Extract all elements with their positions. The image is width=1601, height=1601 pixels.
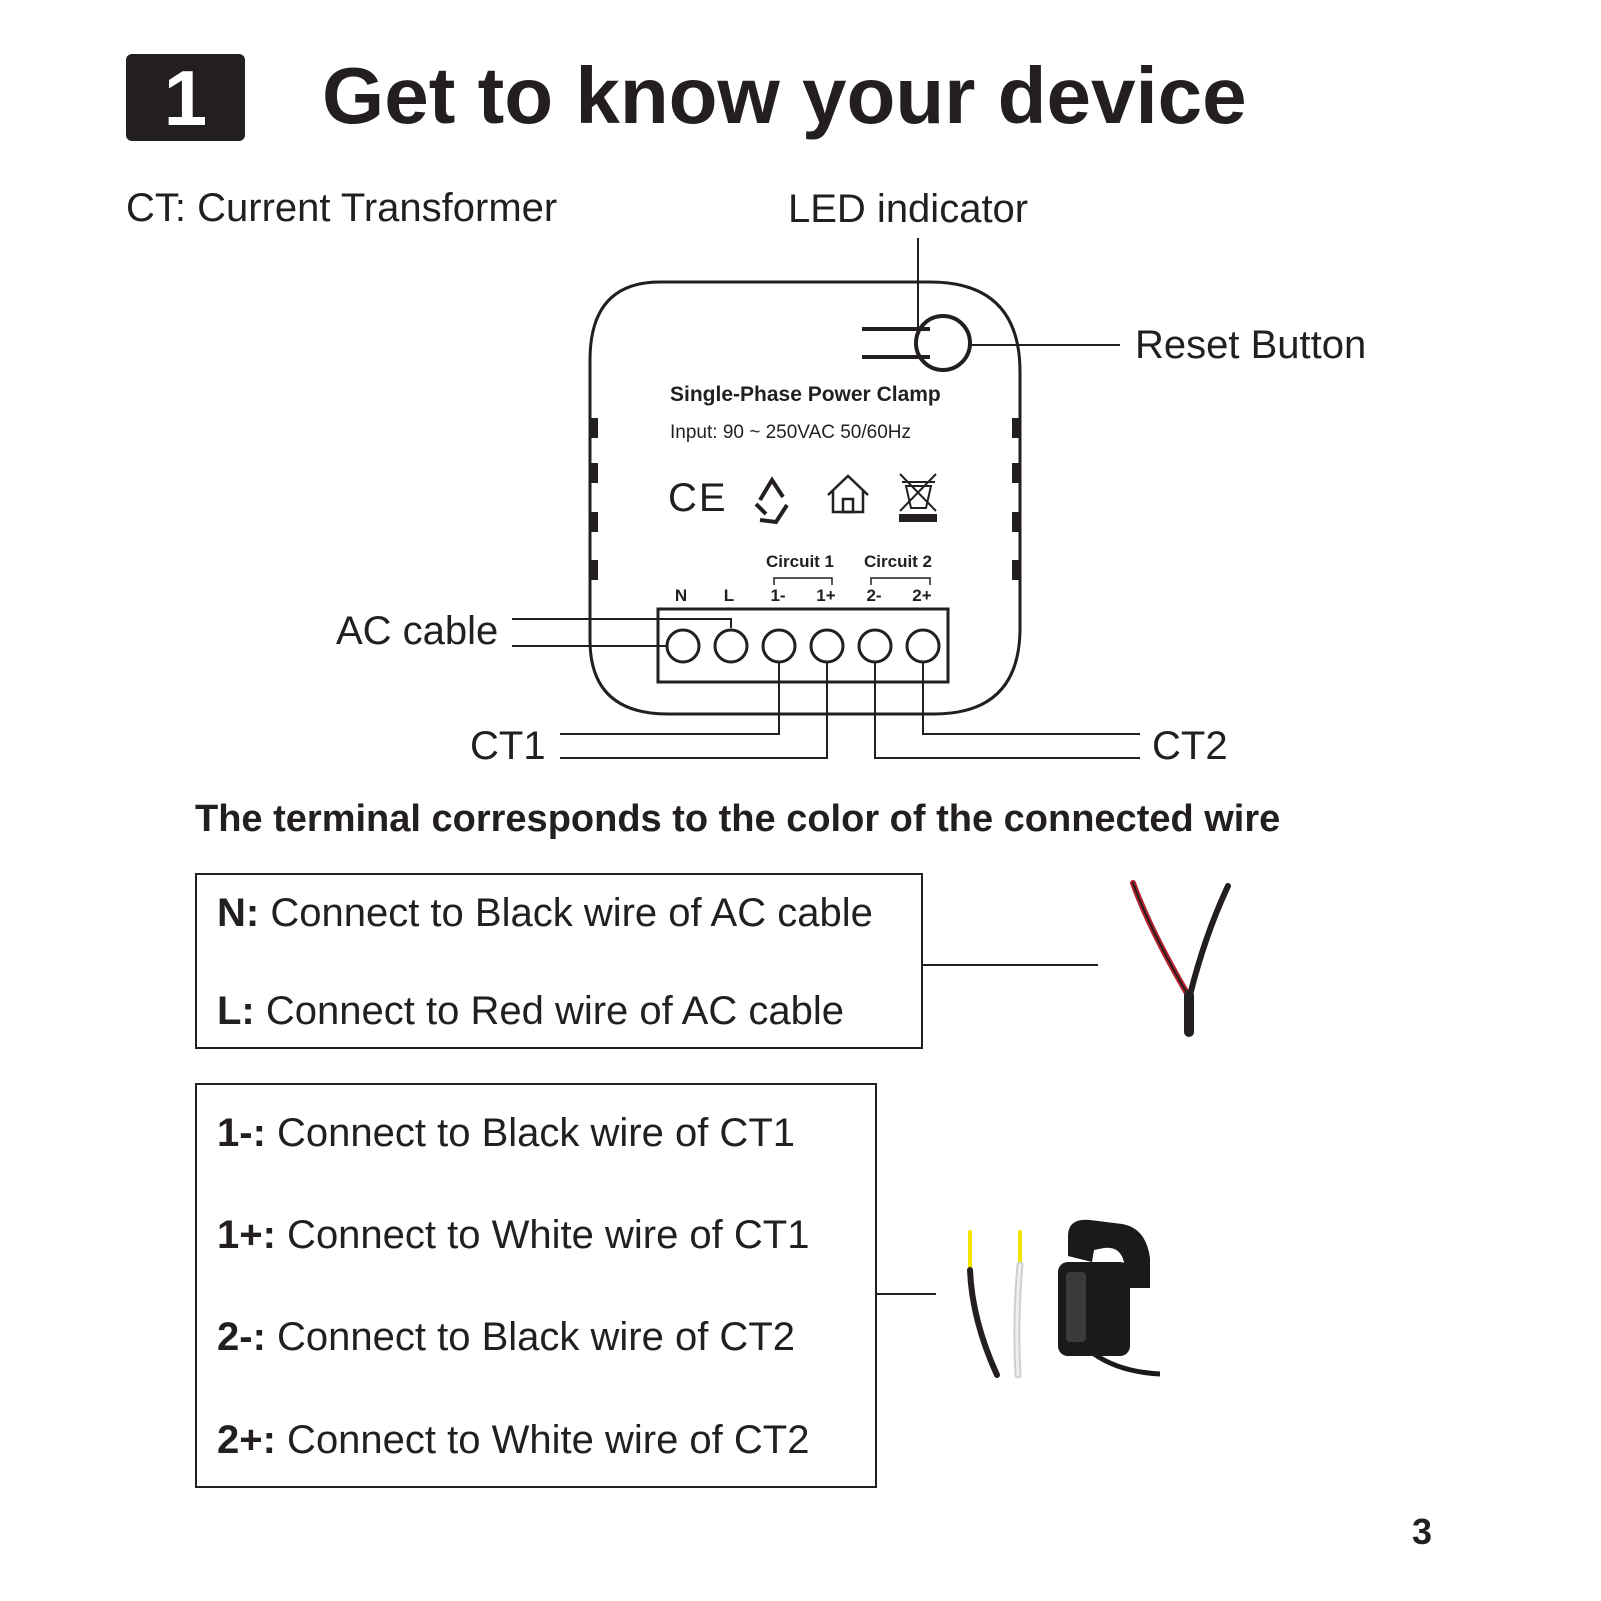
terminal-label-1-minus: 1- xyxy=(770,586,785,605)
circuit-1-bracket xyxy=(773,577,833,585)
weee-bin-icon xyxy=(899,473,937,522)
ct-clamp-picture xyxy=(1058,1219,1161,1377)
house-icon xyxy=(827,474,869,514)
terminal-color-heading: The terminal corresponds to the color of… xyxy=(195,798,1281,840)
recycle-icon xyxy=(754,476,789,525)
circuit-2-label: Circuit 2 xyxy=(864,552,932,571)
section-number: 1 xyxy=(163,53,208,142)
terminal-label-n: N xyxy=(675,586,687,605)
side-notches xyxy=(589,418,1021,580)
ct2-leaders xyxy=(874,662,1140,759)
terminal-label-2-plus: 2+ xyxy=(912,586,931,605)
ac-line-l: L: Connect to Red wire of AC cable xyxy=(217,991,844,1031)
terminal-code: 2-: xyxy=(217,1315,266,1359)
reset-button xyxy=(862,314,972,372)
page-number: 3 xyxy=(1412,1511,1433,1552)
connection-text: Connect to Black wire of AC cable xyxy=(259,891,873,935)
connection-text: Connect to White wire of CT2 xyxy=(275,1418,810,1462)
circuit-1-label: Circuit 1 xyxy=(766,552,834,571)
connection-text: Connect to White wire of CT1 xyxy=(275,1213,810,1257)
terminal-code: 1+: xyxy=(217,1213,276,1257)
terminal-block xyxy=(656,607,950,684)
ac-cable-leaders xyxy=(512,618,732,647)
connection-text: Connect to Black wire of CT2 xyxy=(265,1315,795,1359)
ct1-label: CT1 xyxy=(470,724,546,768)
terminal-label-l: L xyxy=(724,586,734,605)
ct-connection-box: 1-: Connect to Black wire of CT1 1+: Con… xyxy=(195,1083,877,1488)
terminal-code: 1-: xyxy=(217,1111,266,1155)
ac-connection-box: N: Connect to Black wire of AC cable L: … xyxy=(195,873,923,1049)
ac-cable-picture xyxy=(1130,880,1231,1037)
page-title: Get to know your device xyxy=(322,51,1247,140)
ac-line-n: N: Connect to Black wire of AC cable xyxy=(217,893,873,933)
ct-line-2-plus: 2+: Connect to White wire of CT2 xyxy=(217,1420,809,1460)
section-number-badge: 1 xyxy=(126,54,245,141)
terminal-label-1-plus: 1+ xyxy=(816,586,835,605)
ct-wires-picture xyxy=(967,1230,1024,1379)
terminal-label-2-minus: 2- xyxy=(866,586,881,605)
device-body xyxy=(588,280,1022,716)
terminal-code: L: xyxy=(217,989,255,1033)
device-name: Single-Phase Power Clamp xyxy=(670,383,941,406)
ct-line-1-minus: 1-: Connect to Black wire of CT1 xyxy=(217,1113,795,1153)
ct-legend-note: CT: Current Transformer xyxy=(126,186,558,230)
device-diagram: LED indicator Reset Button Single-Phase … xyxy=(336,187,1366,768)
terminal-code: N: xyxy=(217,891,260,935)
led-indicator-label: LED indicator xyxy=(788,187,1028,231)
connection-text: Connect to Black wire of CT1 xyxy=(265,1111,795,1155)
connection-text: Connect to Red wire of AC cable xyxy=(254,989,844,1033)
reset-button-label: Reset Button xyxy=(1135,323,1366,367)
device-input-rating: Input: 90 ~ 250VAC 50/60Hz xyxy=(670,422,911,443)
ce-mark: CE xyxy=(668,476,728,520)
circuit-2-bracket xyxy=(870,577,931,585)
ct-line-2-minus: 2-: Connect to Black wire of CT2 xyxy=(217,1317,795,1357)
terminal-code: 2+: xyxy=(217,1418,276,1462)
ct1-leaders xyxy=(560,662,828,759)
ct-line-1-plus: 1+: Connect to White wire of CT1 xyxy=(217,1215,809,1255)
ct2-label: CT2 xyxy=(1152,724,1228,768)
ac-cable-label: AC cable xyxy=(336,609,498,653)
